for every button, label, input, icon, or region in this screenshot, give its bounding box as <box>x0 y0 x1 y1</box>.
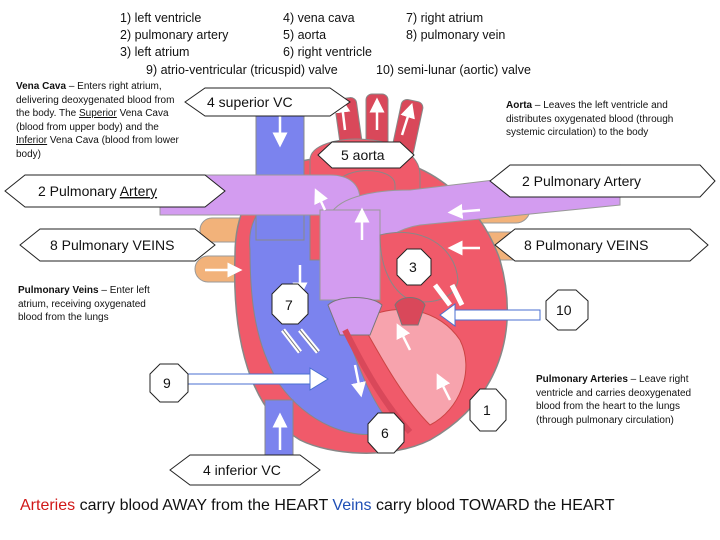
footer-summary: Arteries carry blood AWAY from the HEART… <box>20 495 710 517</box>
note-pulmonary-arteries: Pulmonary Arteries – Leave right ventric… <box>536 374 692 426</box>
legend-item-5: 5) aorta <box>283 28 327 42</box>
label-box-aorta <box>317 141 415 169</box>
note-pulmonary-veins: Pulmonary Veins – Enter left atrium, rec… <box>18 285 150 323</box>
legend-item-6: 6) right ventricle <box>283 45 372 59</box>
label-1: 1 <box>483 402 491 418</box>
label-3: 3 <box>409 259 417 275</box>
label-box-pv-right <box>494 228 709 262</box>
label-box-superior-vc <box>184 87 351 117</box>
label-inferior-vc: 4 inferior VC <box>203 462 281 478</box>
label-hex-7 <box>271 283 309 325</box>
label-pa-left: 2 Pulmonary Artery <box>38 183 157 199</box>
legend-item-4: 4) vena cava <box>283 11 355 25</box>
footer-arteries-text: carry blood AWAY from the HEART <box>75 497 333 514</box>
legend-item-7: 7) right atrium <box>406 11 484 25</box>
label-hex-1 <box>469 388 507 432</box>
label-hex-10 <box>545 289 589 331</box>
label-box-inferior-vc <box>169 454 321 486</box>
label-hex-6 <box>367 412 405 454</box>
label-pa-right: 2 Pulmonary Artery <box>522 173 641 189</box>
label-hex-3 <box>396 248 432 286</box>
footer-arteries: Arteries <box>20 497 76 514</box>
label-box-pa-left <box>4 174 226 208</box>
label-superior-vc: 4 superior VC <box>207 94 293 110</box>
label-pv-left: 8 Pulmonary VEINS <box>50 237 175 253</box>
label-pv-right: 8 Pulmonary VEINS <box>524 237 649 253</box>
label-6: 6 <box>381 425 389 441</box>
footer-veins: Veins <box>332 497 372 514</box>
note-vena-cava: Vena Cava – Enters right atrium, deliver… <box>16 81 179 160</box>
label-box-pv-left <box>19 228 216 262</box>
label-box-pa-right <box>489 164 716 198</box>
legend-item-10: 10) semi-lunar (aortic) valve <box>376 63 531 77</box>
legend-item-9: 9) atrio-ventricular (tricuspid) valve <box>146 63 338 77</box>
label-aorta: 5 aorta <box>341 147 385 163</box>
note-aorta: Aorta – Leaves the left ventricle and di… <box>506 100 674 138</box>
valves <box>281 283 465 354</box>
footer-veins-text: carry blood TOWARD the HEART <box>371 497 615 514</box>
legend-item-1: 1) left ventricle <box>120 11 202 25</box>
label-hex-9 <box>149 363 189 403</box>
label-7: 7 <box>285 297 293 313</box>
label-9: 9 <box>163 375 171 391</box>
pointer-arrow-10 <box>439 303 541 327</box>
legend-item-2: 2) pulmonary artery <box>120 28 229 42</box>
legend-item-8: 8) pulmonary vein <box>406 28 506 42</box>
legend-item-3: 3) left atrium <box>120 45 190 59</box>
label-10: 10 <box>556 302 572 318</box>
